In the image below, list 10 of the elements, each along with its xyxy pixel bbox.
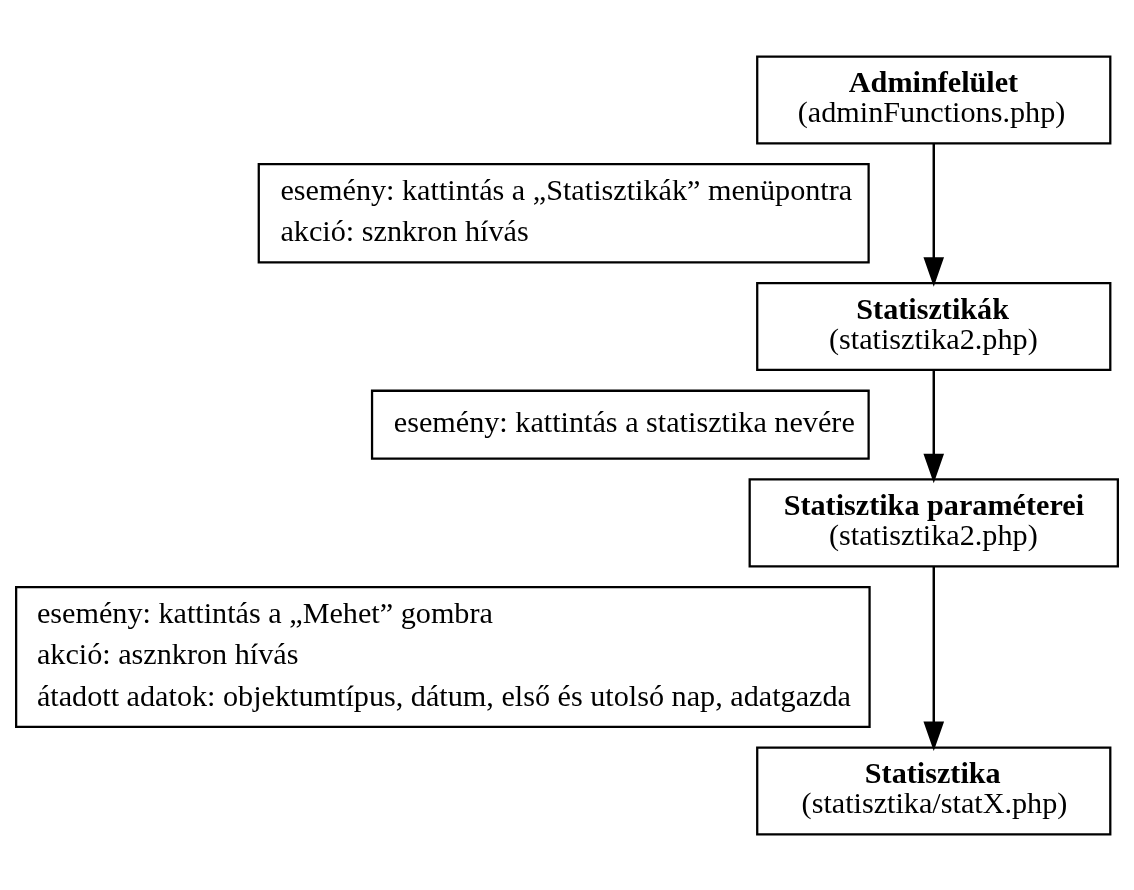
arrow [923,566,945,751]
node-box: Statisztika paraméterei (statisztika2.php) [748,477,1119,567]
node-box: Statisztika (statisztika/statX.php) [756,745,1112,836]
node-box: esemény: kattintás a „Statisztikák” menüpontra akció: sznkron hívás [257,162,870,263]
node-box: esemény: kattintás a „Mehet” gombra akció: asznkron hívás átadott adatok: objektumtípus, dátum, első és utolsó nap, adatgazda [15,585,871,728]
arrow [923,143,945,287]
arrow [923,369,945,483]
node-box: Statisztikák (statisztika2.php) [756,281,1112,371]
node-box: Adminfelület (adminFunctions.php) [756,54,1112,145]
node-box: esemény: kattintás a statisztika nevére [370,389,870,460]
